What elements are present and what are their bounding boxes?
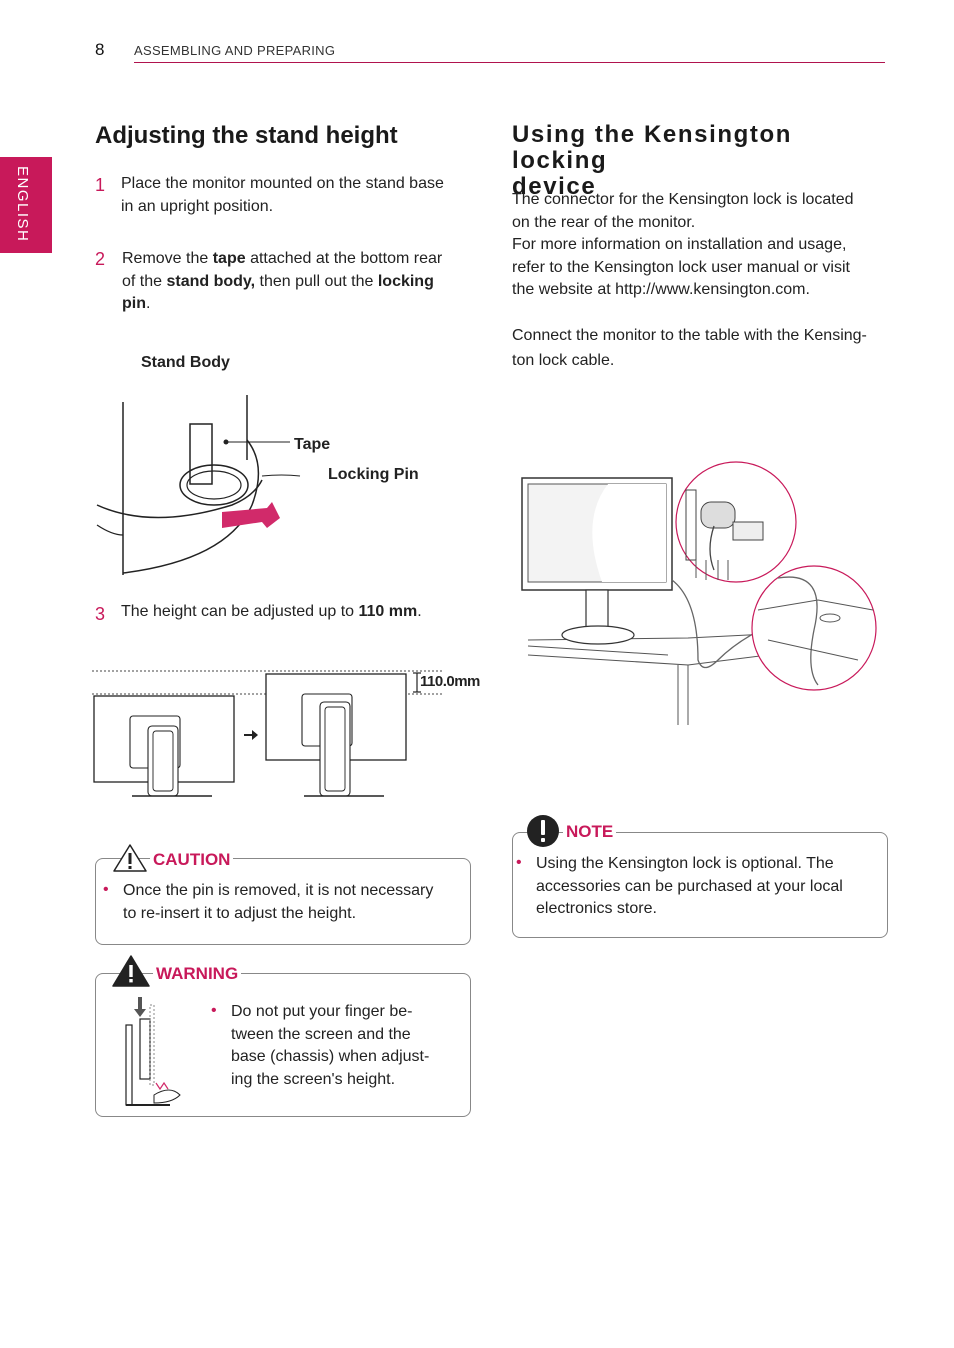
caution-box [95, 858, 471, 945]
height-adjust-illustration [92, 670, 442, 797]
step-3-text: The height can be adjusted up to 110 mm. [121, 603, 422, 620]
caution-text: Once the pin is removed, it is not neces… [123, 882, 434, 922]
caution-title: CAUTION [150, 850, 234, 870]
note-bullet: • [516, 854, 522, 871]
section-title: ASSEMBLING AND PREPARING [134, 43, 336, 58]
step-3-number: 3 [95, 604, 106, 624]
language-tab [0, 157, 52, 253]
right-heading: Using the Kensington locking device [512, 121, 792, 200]
tape-label: Tape [294, 436, 331, 453]
language-label: ENGLISH [14, 166, 31, 243]
kensington-lock-illustration [521, 461, 877, 725]
step-2-number: 2 [95, 249, 106, 269]
note-box [512, 832, 888, 938]
kensington-connect-text: Connect the monitor to the table with th… [512, 327, 867, 369]
step-1-text: Place the monitor mounted on the stand b… [121, 175, 444, 215]
step-1-number: 1 [95, 175, 106, 195]
warning-triangle-icon [112, 955, 150, 987]
callout-leaders [223, 439, 301, 477]
caution-triangle-icon [113, 844, 147, 872]
note-text: Using the Kensington lock is optional. T… [536, 855, 843, 917]
stand-tape-illustration [96, 395, 280, 575]
warning-text: Do not put your finger be- tween the scr… [231, 1003, 430, 1088]
note-exclamation-icon [527, 815, 559, 847]
page-number: 8 [95, 40, 105, 59]
kensington-info-text: The connector for the Kensington lock is… [512, 191, 854, 298]
note-title: NOTE [563, 822, 617, 842]
caution-bullet: • [103, 881, 109, 898]
locking-pin-label: Locking Pin [328, 466, 419, 483]
step-2-text: Remove the tape attached at the bottom r… [122, 250, 443, 312]
warning-bullet: • [211, 1002, 217, 1019]
warning-box [95, 973, 471, 1117]
left-heading: Adjusting the stand height [95, 122, 398, 149]
height-measure-label: 110.0mm [420, 673, 480, 690]
header-rule [134, 62, 885, 63]
warning-title: WARNING [153, 964, 242, 984]
finger-pinch-illustration [125, 997, 181, 1106]
stand-body-label: Stand Body [141, 354, 230, 371]
